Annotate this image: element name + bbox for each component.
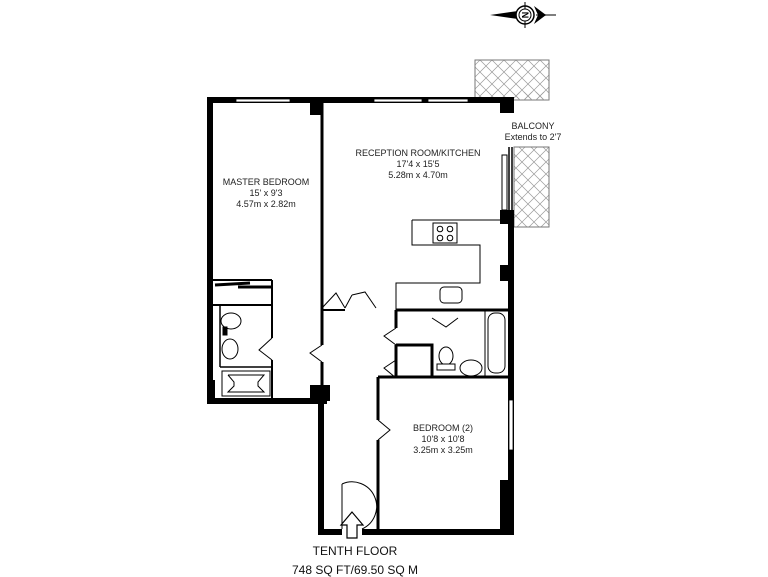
fixtures — [220, 222, 506, 397]
floor-title: TENTH FLOOR — [312, 544, 398, 558]
room-label-reception-kitchen: RECEPTION ROOM/KITCHEN 17'4 x 15'5 5.28m… — [355, 148, 480, 181]
svg-text:N: N — [521, 12, 531, 19]
room-label-master-bedroom: MASTER BEDROOM 15' x 9'3 4.57m x 2.82m — [223, 177, 310, 210]
room-name: MASTER BEDROOM — [222, 177, 310, 187]
windows — [235, 98, 514, 451]
room-imperial: 10'8 x 10'8 — [421, 434, 465, 444]
room-metric: 3.25m x 3.25m — [413, 445, 473, 455]
balcony-label: BALCONY Extends to 2'7 — [505, 121, 562, 143]
north-compass-icon: N — [490, 2, 556, 28]
entrance-arrow-icon — [339, 511, 365, 539]
room-metric: 5.28m x 4.70m — [388, 170, 448, 180]
interior-walls — [213, 103, 513, 532]
balcony-note: Extends to 2'7 — [504, 132, 562, 142]
room-imperial: 15' x 9'3 — [249, 188, 283, 198]
room-name: BEDROOM (2) — [412, 423, 474, 433]
balcony — [474, 59, 550, 228]
floor-area: 748 SQ FT/69.50 SQ M — [291, 563, 419, 577]
room-imperial: 17'4 x 15'5 — [396, 159, 440, 169]
room-name: RECEPTION ROOM/KITCHEN — [355, 148, 481, 158]
balcony-name: BALCONY — [511, 121, 555, 131]
exterior-walls — [207, 97, 514, 535]
room-label-bedroom-2: BEDROOM (2) 10'8 x 10'8 3.25m x 3.25m — [413, 423, 473, 456]
room-metric: 4.57m x 2.82m — [236, 199, 296, 209]
doors — [258, 291, 459, 530]
